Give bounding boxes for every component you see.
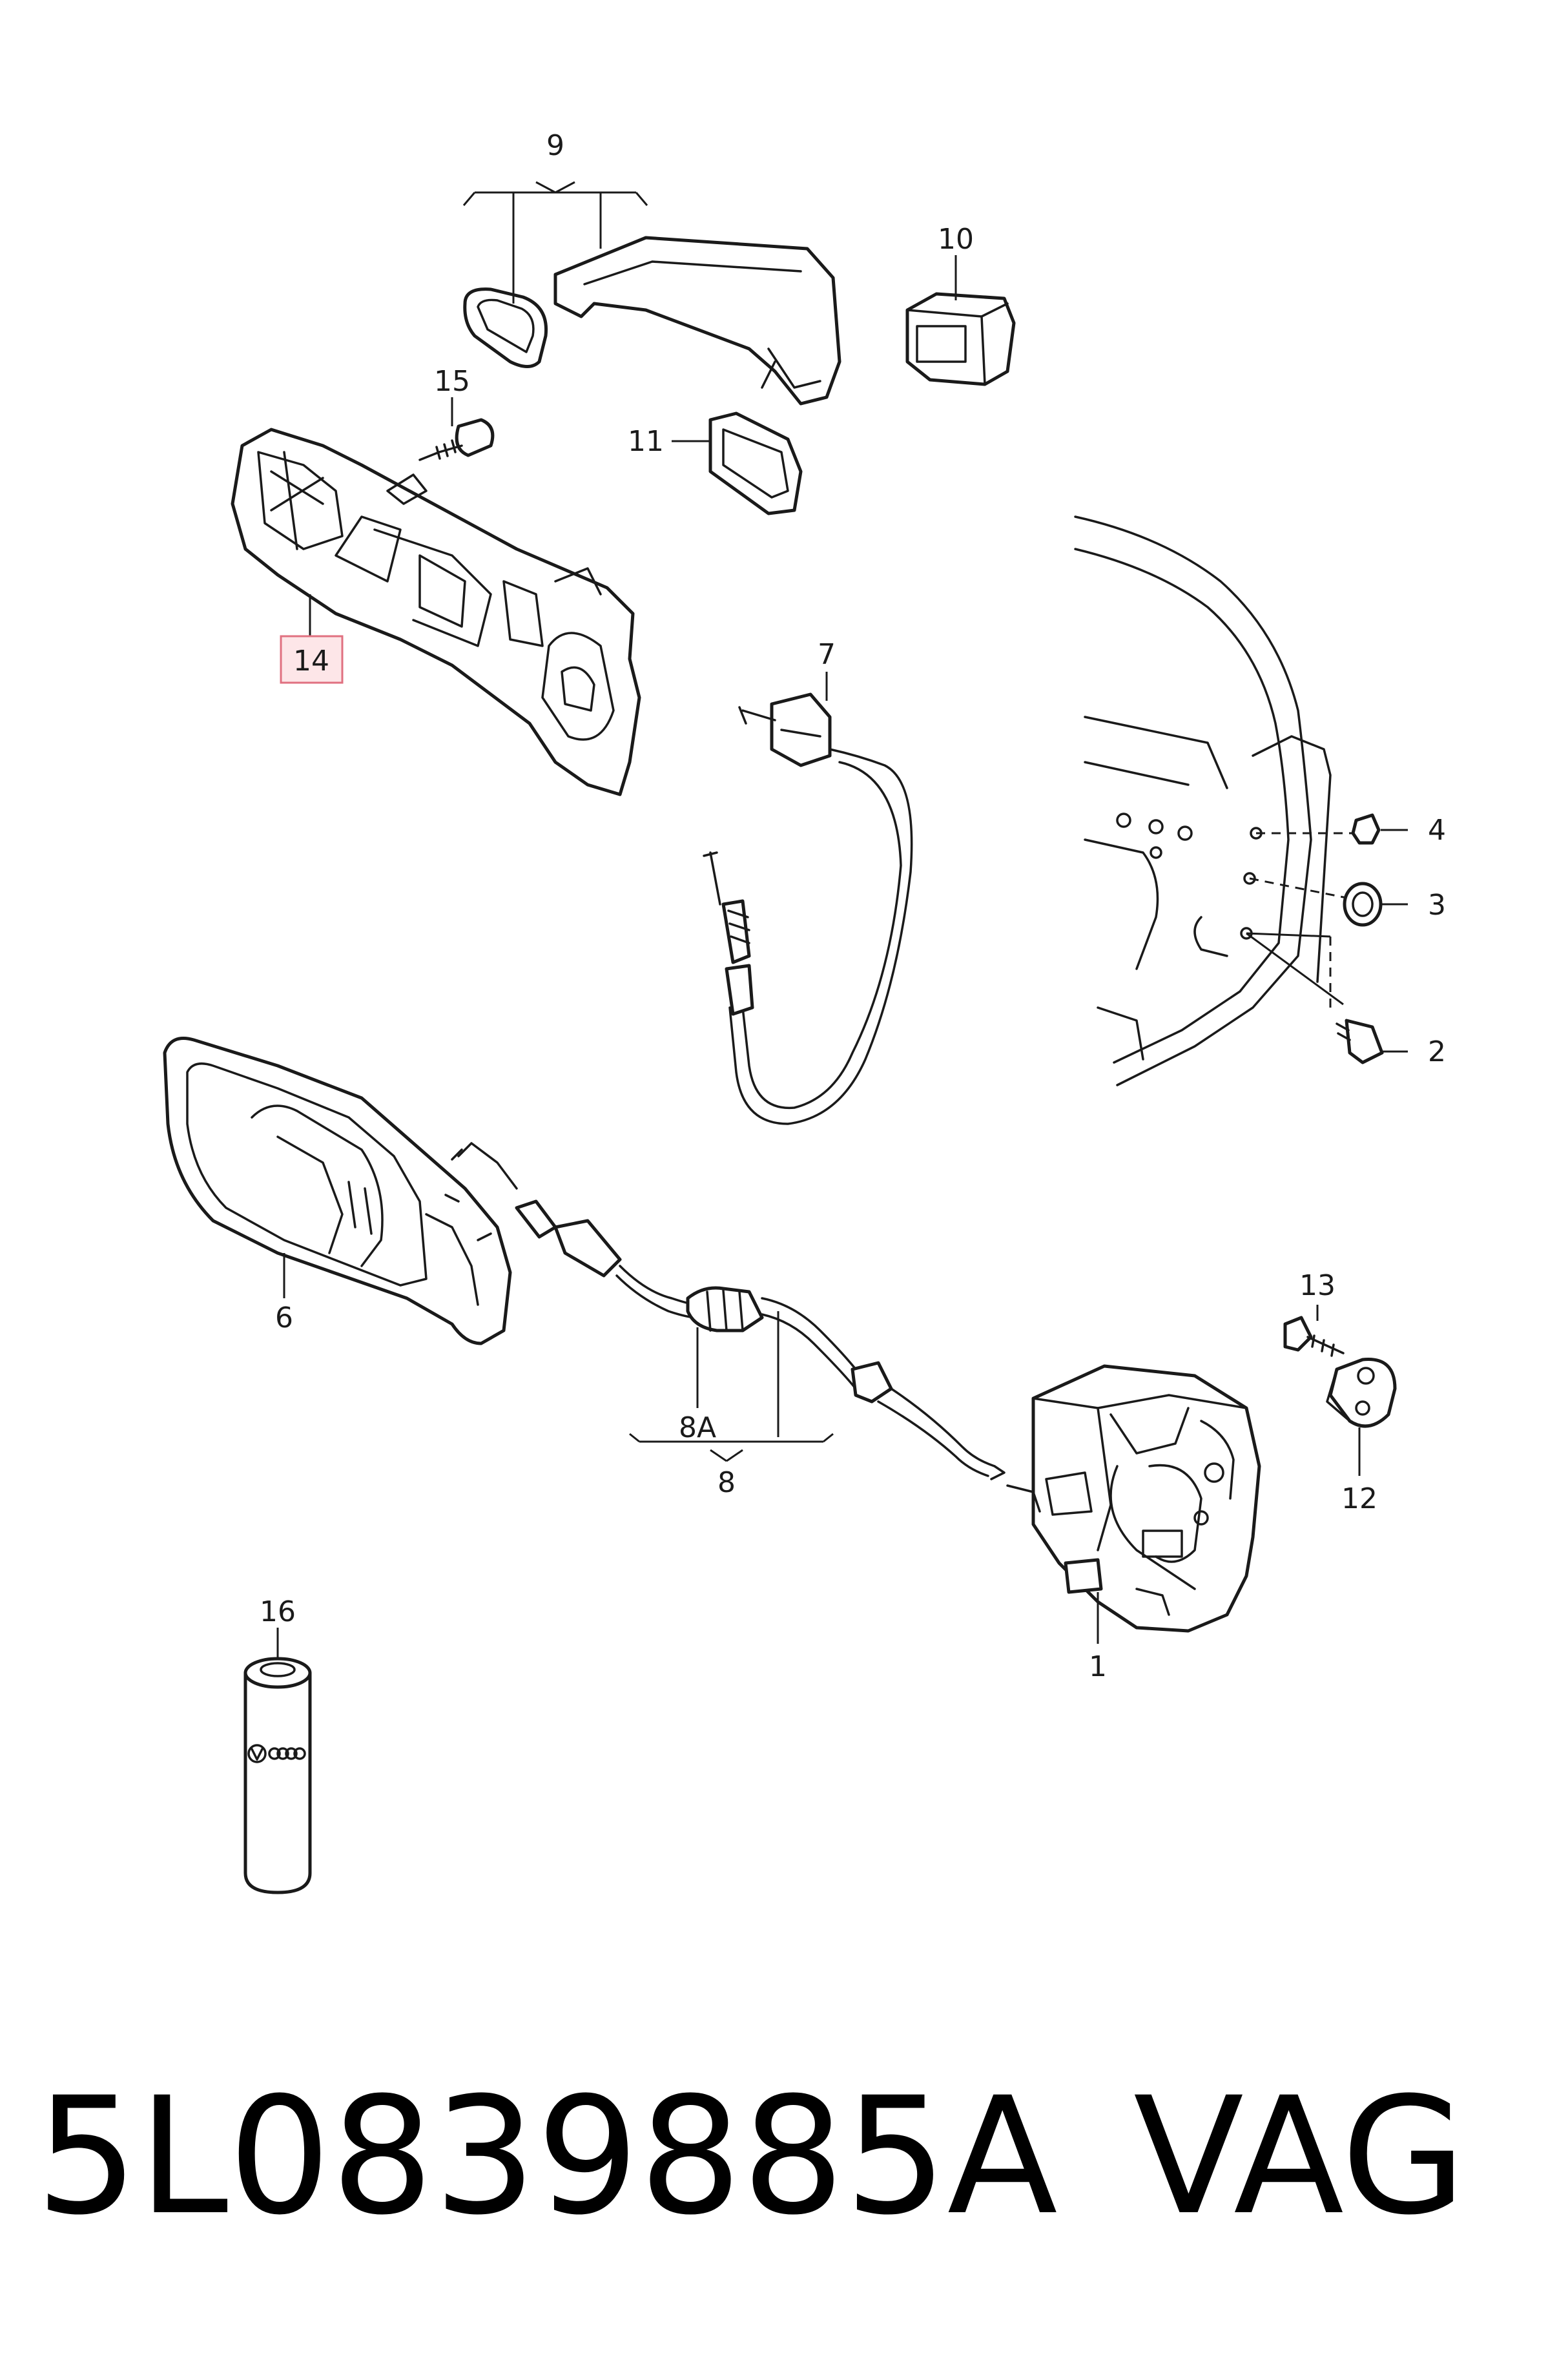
part-8-release-cable — [451, 1142, 1006, 1480]
part-4-clip — [1256, 813, 1408, 845]
callout-2: 2 — [1428, 1035, 1446, 1068]
part-number-label: 5L0839885A — [36, 2062, 1058, 2250]
callout-11: 11 — [628, 425, 664, 458]
callout-8-bracket — [629, 1433, 834, 1462]
part-1-door-lock-actuator — [1006, 1364, 1261, 1644]
brand-label: VAG — [1133, 2062, 1466, 2250]
part-13-screw — [1283, 1305, 1345, 1357]
callout-16: 16 — [260, 1595, 296, 1628]
part-10-cover-cap — [905, 255, 1016, 386]
callout-10: 10 — [938, 223, 974, 256]
part-11-handle-seal — [672, 411, 803, 515]
part-6-inner-door-handle — [163, 1037, 512, 1345]
part-2-bolt — [1246, 932, 1408, 1064]
callout-15: 15 — [434, 365, 470, 398]
vw-audi-logo-icon — [247, 1744, 306, 1763]
callout-8a: 8A — [679, 1411, 716, 1444]
callout-14: 14 — [293, 645, 329, 678]
part-15-screw — [418, 397, 495, 461]
callout-1: 1 — [1089, 1650, 1107, 1683]
callout-6: 6 — [275, 1301, 293, 1334]
part-9-handle-gasket — [463, 287, 548, 368]
part-9-outer-door-handle — [553, 236, 841, 406]
part-16-lubricant-can — [243, 1628, 312, 1894]
part-7-bowden-cable — [703, 672, 913, 1125]
part-14-handle-carrier-bracket — [231, 428, 641, 796]
callout-9: 9 — [546, 129, 564, 162]
callout-4: 4 — [1428, 814, 1446, 847]
callout-3: 3 — [1428, 889, 1446, 922]
part-12-striker-plate — [1326, 1358, 1397, 1476]
callout-13: 13 — [1299, 1269, 1336, 1302]
callout-7: 7 — [818, 638, 836, 671]
door-frame-outline — [1074, 515, 1332, 1086]
callout-8: 8 — [717, 1466, 736, 1499]
callout-14-highlight-box — [280, 635, 344, 684]
callout-9-bracket — [462, 181, 648, 304]
callout-12: 12 — [1341, 1482, 1377, 1515]
part-3-plug — [1249, 877, 1408, 927]
